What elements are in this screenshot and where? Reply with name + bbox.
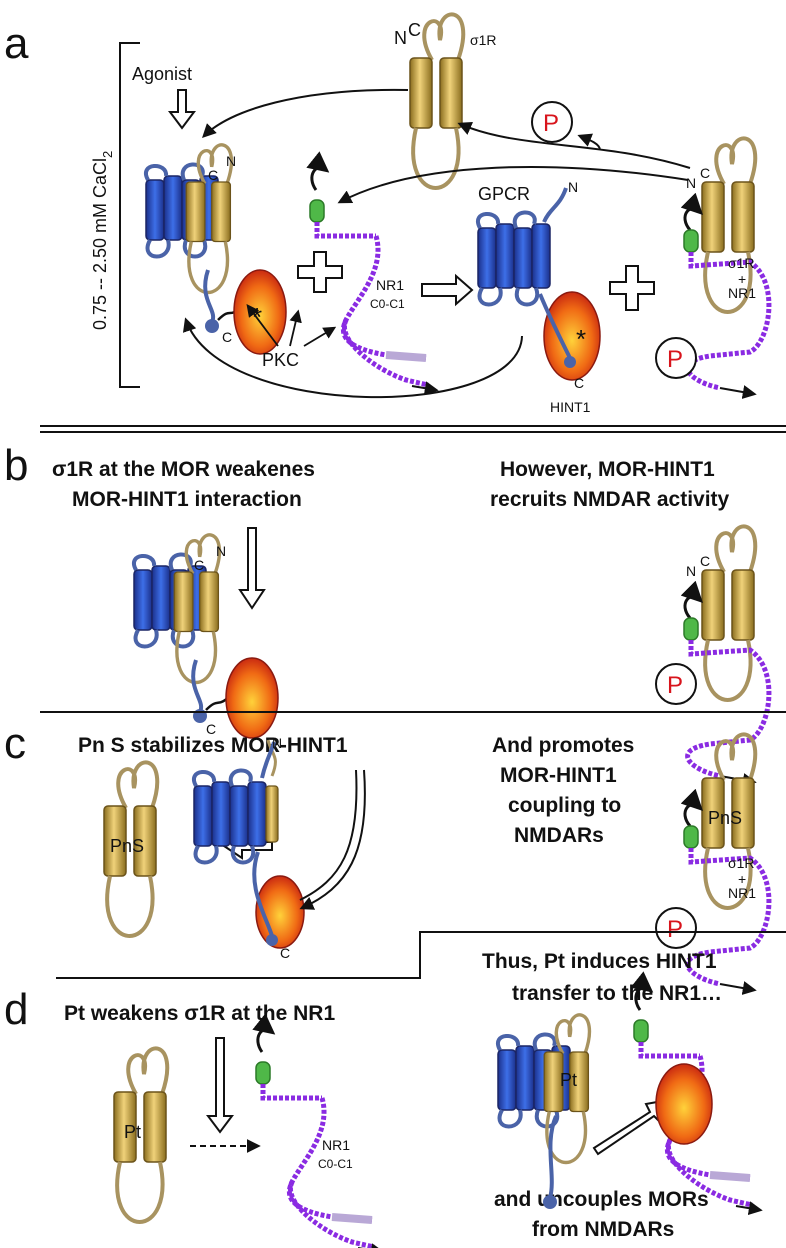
nr1-in-complex-c: NR1 xyxy=(728,885,756,901)
caption-c-left: Pn S stabilizes MOR-HINT1 xyxy=(78,734,348,757)
panel-letter-b: b xyxy=(4,441,28,490)
plus-in-complex-c: + xyxy=(738,871,746,887)
plus-in-complex-a: + xyxy=(738,271,746,287)
svg-text:*: * xyxy=(576,324,586,354)
mor-sigma1r-complex: C N C * xyxy=(143,143,287,355)
svg-text:N: N xyxy=(394,28,407,48)
caption-c-right-2: MOR-HINT1 xyxy=(500,764,617,787)
phosphate-circle-b xyxy=(655,663,697,705)
svg-text:C: C xyxy=(194,557,204,573)
arrow-down-d xyxy=(206,1037,234,1134)
pns-label-complex: PnS xyxy=(708,808,742,828)
caption-b-left-1: σ1R at the MOR weakenes xyxy=(52,458,315,481)
phosphate-circle-top xyxy=(531,101,573,143)
svg-text:N: N xyxy=(272,735,282,751)
agonist-label: Agonist xyxy=(132,64,192,84)
panel-letter-a: a xyxy=(4,19,29,68)
phosphate-circle-c xyxy=(655,907,697,949)
caption-c-right-1: And promotes xyxy=(492,734,634,757)
caption-b-right-1: However, MOR-HINT1 xyxy=(500,458,715,481)
calcium-bracket xyxy=(119,42,140,388)
agonist-arrow xyxy=(168,89,196,130)
arrow-complex-to-nr1 xyxy=(337,166,689,204)
nr1-label-a: NR1 xyxy=(376,277,404,293)
hint1-label: HINT1 xyxy=(550,399,591,415)
arrow-down-b xyxy=(238,527,266,610)
svg-text:N: N xyxy=(568,179,578,195)
svg-text:N: N xyxy=(686,563,696,579)
divider-c-d xyxy=(56,931,786,979)
c0c1-label-a: C0-C1 xyxy=(370,297,405,311)
pkc-arrow-1 xyxy=(246,303,279,347)
gpcr-label: GPCR xyxy=(478,184,530,204)
pt-label-complex: Pt xyxy=(560,1070,577,1090)
panel-letter-c: c xyxy=(4,719,26,768)
arrow-to-phosphate xyxy=(577,133,601,151)
gpcr-receptor: N * C xyxy=(475,179,601,391)
pkc-arrow-3 xyxy=(303,326,337,347)
caption-d-bottom-2: from NMDARs xyxy=(532,1218,674,1241)
svg-text:C: C xyxy=(206,721,216,737)
pns-nr1-complex-c xyxy=(680,732,772,995)
arrow-c-1 xyxy=(299,769,358,901)
sigma1r-top: N C xyxy=(394,12,466,190)
phosphate-label-bottom-a: P xyxy=(667,346,683,373)
svg-text:C: C xyxy=(408,20,421,40)
calcium-label: 0.75 -- 2.50 mM CaCl2 xyxy=(90,151,115,330)
arrow-c-2 xyxy=(299,769,366,910)
svg-text:N: N xyxy=(226,153,236,169)
arrow-gpcr-to-mor xyxy=(183,317,523,399)
caption-d-right-2: transfer to the NR1… xyxy=(512,982,722,1005)
arrow-sigma1r-to-mor xyxy=(202,88,409,138)
sigma1r-nr1-complex-a: N C xyxy=(680,136,772,399)
plus-sign-1 xyxy=(297,251,343,293)
caption-d-right-1: Thus, Pt induces HINT1 xyxy=(482,950,717,973)
c0c1-label-d: C0-C1 xyxy=(318,1157,353,1171)
svg-text:C: C xyxy=(700,553,710,569)
svg-text:C: C xyxy=(574,375,584,391)
caption-d-left: Pt weakens σ1R at the NR1 xyxy=(64,1002,335,1025)
phosphate-label-c: P xyxy=(667,916,683,943)
pt-label-free: Pt xyxy=(124,1122,141,1142)
caption-d-bottom-1: and uncouples MORs xyxy=(494,1188,709,1211)
svg-text:C: C xyxy=(222,329,232,345)
mor-sigma1r-complex-b: C N C xyxy=(131,533,279,739)
caption-c-right-3: coupling to xyxy=(508,794,621,817)
sigma1r-label: σ1R xyxy=(470,32,497,48)
nr1-label-d: NR1 xyxy=(322,1137,350,1153)
svg-text:N: N xyxy=(686,175,696,191)
sigma1r-in-complex-c: σ1R xyxy=(728,855,755,871)
phosphate-label-top: P xyxy=(543,110,559,137)
mor-pt-complex-d xyxy=(495,1013,592,1209)
sigma1r-nr1-complex-b: N C xyxy=(680,524,772,787)
svg-text:C: C xyxy=(280,945,290,961)
process-arrow-a xyxy=(421,273,474,307)
svg-text:N: N xyxy=(216,543,226,559)
svg-text:C: C xyxy=(700,165,710,181)
hint1-left xyxy=(233,269,287,355)
pns-label-free: PnS xyxy=(110,836,144,856)
caption-b-right-2: recruits NMDAR activity xyxy=(490,488,730,511)
caption-c-right-4: NMDARs xyxy=(514,824,604,847)
phosphate-label-b: P xyxy=(667,672,683,699)
arrow-complex-to-sigma1r xyxy=(457,122,691,169)
sigma1r-in-complex-a: σ1R xyxy=(728,255,755,271)
caption-b-left-2: MOR-HINT1 interaction xyxy=(72,488,302,511)
plus-sign-2 xyxy=(609,265,655,311)
panel-letter-d: d xyxy=(4,985,28,1034)
pkc-label: PKC xyxy=(262,350,299,370)
nr1-hint1-complex-d xyxy=(634,988,760,1210)
nr1-in-complex-a: NR1 xyxy=(728,285,756,301)
svg-text:C: C xyxy=(208,167,218,183)
nr1-chain-d xyxy=(256,1030,382,1248)
phosphate-circle-bottom-a xyxy=(655,337,697,379)
pkc-arrow-2 xyxy=(289,309,302,347)
mor-hint1-complex-c: N C xyxy=(191,735,305,961)
